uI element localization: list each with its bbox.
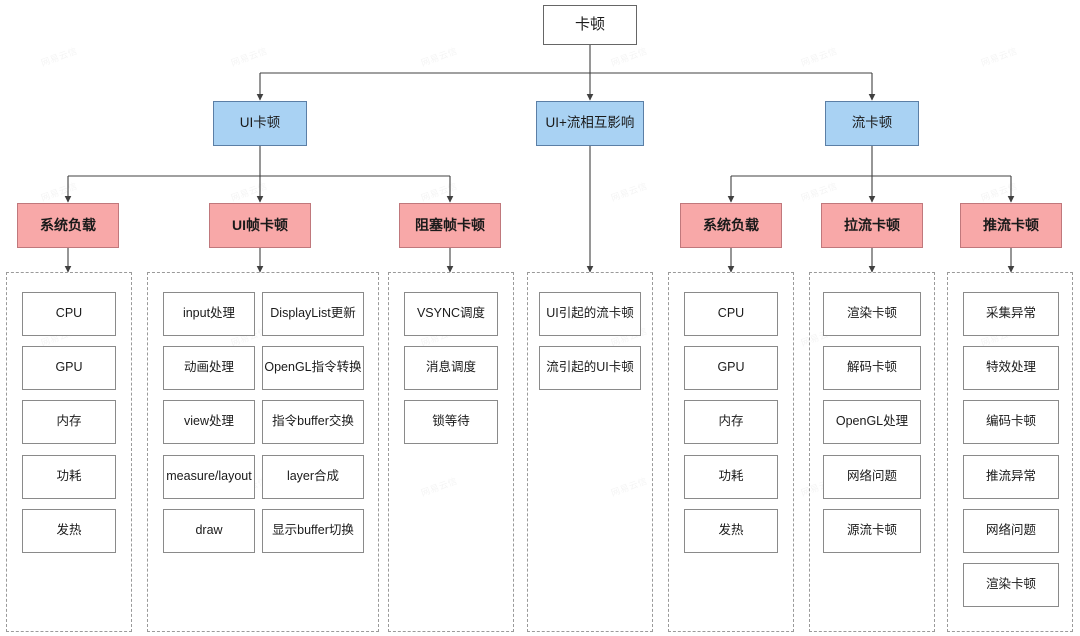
leaf-item[interactable]: CPU (22, 292, 116, 336)
node-blocked-frame-jank[interactable]: 阻塞帧卡顿 (399, 203, 501, 248)
leaf-item[interactable]: 流引起的UI卡顿 (539, 346, 641, 390)
leaf-item[interactable]: 网络问题 (963, 509, 1059, 553)
group-push-stream-jank (947, 272, 1073, 632)
leaf-item[interactable]: 动画处理 (163, 346, 255, 390)
leaf-item[interactable]: draw (163, 509, 255, 553)
watermark: 网易云信 (609, 44, 649, 69)
leaf-item[interactable]: 渲染卡顿 (963, 563, 1059, 607)
leaf-item[interactable]: view处理 (163, 400, 255, 444)
watermark: 网易云信 (979, 44, 1019, 69)
node-ui-jank[interactable]: UI卡顿 (213, 101, 307, 146)
leaf-item[interactable]: measure/layout (163, 455, 255, 499)
leaf-item[interactable]: 发热 (684, 509, 778, 553)
leaf-item[interactable]: 内存 (22, 400, 116, 444)
leaf-item[interactable]: 推流异常 (963, 455, 1059, 499)
watermark: 网易云信 (419, 179, 459, 204)
leaf-item[interactable]: 显示buffer切换 (262, 509, 364, 553)
leaf-item[interactable]: 特效处理 (963, 346, 1059, 390)
leaf-item[interactable]: 渲染卡顿 (823, 292, 921, 336)
leaf-item[interactable]: 锁等待 (404, 400, 498, 444)
watermark: 网易云信 (229, 44, 269, 69)
node-ui-stream-interaction[interactable]: UI+流相互影响 (536, 101, 644, 146)
watermark: 网易云信 (979, 179, 1019, 204)
group-ui-stream-interaction (527, 272, 653, 632)
leaf-item[interactable]: VSYNC调度 (404, 292, 498, 336)
leaf-item[interactable]: 解码卡顿 (823, 346, 921, 390)
node-system-load-ui[interactable]: 系统负载 (17, 203, 119, 248)
watermark: 网易云信 (799, 44, 839, 69)
leaf-item[interactable]: 发热 (22, 509, 116, 553)
node-pull-stream-jank[interactable]: 拉流卡顿 (821, 203, 923, 248)
watermark: 网易云信 (419, 44, 459, 69)
node-push-stream-jank[interactable]: 推流卡顿 (960, 203, 1062, 248)
leaf-item[interactable]: 采集异常 (963, 292, 1059, 336)
leaf-item[interactable]: 功耗 (684, 455, 778, 499)
group-pull-stream-jank (809, 272, 935, 632)
watermark: 网易云信 (39, 179, 79, 204)
group-system-load-stream (668, 272, 794, 632)
leaf-item[interactable]: GPU (684, 346, 778, 390)
leaf-item[interactable]: 编码卡顿 (963, 400, 1059, 444)
leaf-item[interactable]: 源流卡顿 (823, 509, 921, 553)
node-root[interactable]: 卡顿 (543, 5, 637, 45)
group-blocked-frame-jank (388, 272, 514, 632)
node-system-load-stream[interactable]: 系统负载 (680, 203, 782, 248)
leaf-item[interactable]: 内存 (684, 400, 778, 444)
watermark: 网易云信 (229, 179, 269, 204)
leaf-item[interactable]: OpenGL指令转换 (262, 346, 364, 390)
leaf-item[interactable]: input处理 (163, 292, 255, 336)
leaf-item[interactable]: 消息调度 (404, 346, 498, 390)
watermark: 网易云信 (39, 44, 79, 69)
leaf-item[interactable]: DisplayList更新 (262, 292, 364, 336)
leaf-item[interactable]: layer合成 (262, 455, 364, 499)
node-stream-jank[interactable]: 流卡顿 (825, 101, 919, 146)
leaf-item[interactable]: 网络问题 (823, 455, 921, 499)
leaf-item[interactable]: CPU (684, 292, 778, 336)
leaf-item[interactable]: GPU (22, 346, 116, 390)
watermark: 网易云信 (799, 179, 839, 204)
node-ui-frame-jank[interactable]: UI帧卡顿 (209, 203, 311, 248)
leaf-item[interactable]: 功耗 (22, 455, 116, 499)
group-system-load-ui (6, 272, 132, 632)
leaf-item[interactable]: OpenGL处理 (823, 400, 921, 444)
leaf-item[interactable]: 指令buffer交换 (262, 400, 364, 444)
watermark: 网易云信 (609, 179, 649, 204)
group-ui-frame-jank (147, 272, 379, 632)
leaf-item[interactable]: UI引起的流卡顿 (539, 292, 641, 336)
